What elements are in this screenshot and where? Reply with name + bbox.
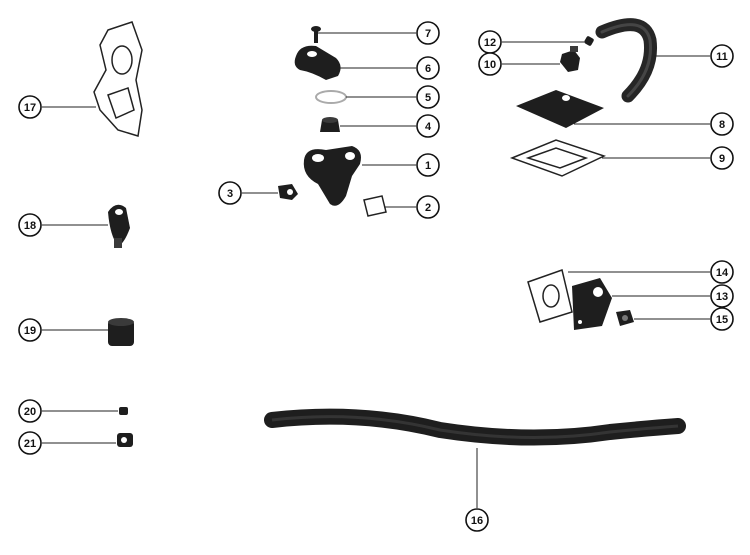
part-9-gasket [509,139,607,177]
callout-10: 10 [478,52,502,76]
svg-text:18: 18 [24,220,36,232]
svg-text:14: 14 [716,267,729,279]
part-19-cap [108,318,134,346]
part-3-fitting [278,184,298,200]
part-15-nut [616,310,634,326]
svg-text:8: 8 [719,119,725,131]
callout-12: 12 [478,30,502,54]
svg-text:9: 9 [719,153,725,165]
svg-text:20: 20 [24,406,36,418]
svg-text:6: 6 [425,63,431,75]
svg-text:10: 10 [484,59,496,71]
svg-text:19: 19 [24,325,36,337]
callout-19: 19 [18,318,42,342]
svg-text:13: 13 [716,291,728,303]
svg-text:2: 2 [425,202,431,214]
svg-text:7: 7 [425,28,431,40]
part-13-block [572,278,612,330]
part-10-elbow-fitting [560,46,580,72]
part-21-fitting [117,433,133,447]
part-2-gasket [363,195,387,217]
part-12-screw [584,36,594,46]
callout-3: 3 [218,181,242,205]
svg-text:17: 17 [24,102,36,114]
callout-9: 9 [710,146,734,170]
part-17-gasket [93,21,143,137]
callout-17: 17 [18,95,42,119]
svg-text:12: 12 [484,37,496,49]
part-6-elbow-housing [294,45,341,80]
svg-text:21: 21 [24,438,36,450]
part-1-housing [303,146,361,206]
svg-text:4: 4 [425,121,432,133]
callout-5: 5 [416,85,440,109]
callout-7: 7 [416,21,440,45]
part-16-hose [264,408,686,446]
svg-text:16: 16 [471,515,483,527]
svg-text:11: 11 [716,51,728,63]
svg-text:15: 15 [716,314,728,326]
callout-18: 18 [18,213,42,237]
callout-15: 15 [710,307,734,331]
callout-4: 4 [416,114,440,138]
part-8-cover-plate [516,90,604,128]
svg-text:3: 3 [227,188,233,200]
svg-text:5: 5 [425,92,431,104]
part-4-nut [320,117,340,132]
part-7-screw [311,26,321,43]
leader-lines [42,32,710,508]
callout-13: 13 [710,284,734,308]
part-5-seal-ring [315,90,347,104]
callout-21: 21 [18,431,42,455]
callout-11: 11 [710,44,734,68]
svg-text:1: 1 [425,160,431,172]
callout-2: 2 [416,195,440,219]
part-20-plug [119,407,128,415]
callout-8: 8 [710,112,734,136]
callout-20: 20 [18,399,42,423]
callout-6: 6 [416,56,440,80]
part-18-thermostat [108,204,130,248]
part-14-gasket [527,269,573,323]
part-11-curved-hose [595,18,658,103]
callout-1: 1 [416,153,440,177]
callout-14: 14 [710,260,734,284]
callout-16: 16 [465,508,489,532]
